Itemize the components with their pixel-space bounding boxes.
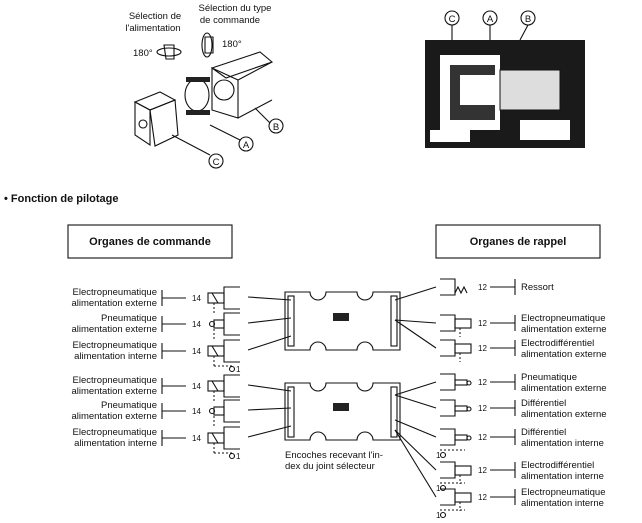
rotation-label-2: 180° — [222, 39, 242, 50]
commande-label-1: Electropneumatique — [73, 427, 158, 438]
label-alimentation-2: l'alimentation — [125, 23, 180, 34]
label-commande-1: Sélection du type — [199, 3, 272, 14]
selector-plate-bottom — [284, 382, 401, 441]
solenoid-icon — [207, 292, 225, 304]
port-number: 12 — [478, 433, 487, 442]
commande-label-2: alimentation interne — [74, 351, 157, 362]
rappel-header-box — [435, 224, 601, 259]
solenoid-icon — [207, 432, 225, 444]
cross-section: C A B — [425, 10, 585, 148]
supply-port: 1 — [236, 365, 241, 374]
joint-note-2: dex du joint sélecteur — [285, 461, 375, 472]
solenoid-icon — [207, 380, 225, 392]
rappel-label-1: Electropneumatique — [521, 487, 606, 498]
solenoid-icon — [207, 345, 225, 357]
port-number: 12 — [478, 378, 487, 387]
commande-label-1: Electropneumatique — [73, 340, 158, 351]
piston-icon — [454, 434, 468, 441]
commande-label-1: Electropneumatique — [73, 375, 158, 386]
supply-port: 1 — [436, 484, 441, 493]
port-number: 12 — [478, 319, 487, 328]
piston-icon — [454, 405, 468, 412]
callout-c: C — [213, 157, 220, 168]
commande-label-2: alimentation interne — [74, 438, 157, 449]
port-number: 14 — [192, 434, 201, 443]
rappel-label-2: alimentation interne — [521, 498, 604, 509]
solenoid-icon — [454, 492, 472, 503]
rotate-icon — [156, 32, 214, 60]
port-number: 14 — [192, 347, 201, 356]
supply-port: 1 — [236, 452, 241, 461]
port-number: 14 — [192, 320, 201, 329]
port-number: 14 — [192, 407, 201, 416]
solenoid-icon — [454, 318, 472, 329]
callout-a: A — [243, 140, 250, 151]
joint-note-1: Encoches recevant l'in- — [285, 450, 383, 461]
section-callout-c: C — [449, 14, 456, 25]
supply-port: 1 — [436, 511, 441, 520]
rappel-label-2: alimentation externe — [521, 409, 607, 420]
commande-label-2: alimentation externe — [71, 411, 157, 422]
rappel-label-2: alimentation externe — [521, 383, 607, 394]
rappel-label-1: Ressort — [521, 282, 554, 293]
commande-label-1: Pneumatique — [101, 400, 157, 411]
port-number: 14 — [192, 382, 201, 391]
label-commande-2: de commande — [200, 15, 260, 26]
commande-header: Organes de commande — [89, 236, 211, 248]
rappel-label-1: Différentiel — [521, 398, 566, 409]
port-number: 14 — [192, 294, 201, 303]
port-number: 12 — [478, 404, 487, 413]
commande-label-2: alimentation externe — [71, 298, 157, 309]
section-callout-b: B — [525, 14, 531, 25]
spring-icon — [454, 285, 468, 295]
rappel-label-1: Electropneumatique — [521, 313, 606, 324]
piston-icon — [454, 379, 468, 386]
commande-label-1: Pneumatique — [101, 313, 157, 324]
rappel-label-1: Electrodifférentiel — [521, 338, 594, 349]
rappel-label-2: alimentation externe — [521, 349, 607, 360]
supply-port: 1 — [436, 451, 441, 460]
rappel-label-2: alimentation externe — [521, 324, 607, 335]
exploded-view: Sélection de l'alimentation Sélection du… — [125, 3, 284, 169]
label-alimentation-1: Sélection de — [129, 11, 181, 22]
commande-label-2: alimentation externe — [71, 386, 157, 397]
section-callout-a: A — [487, 14, 494, 25]
rappel-row: 12 Ressort — [394, 278, 554, 301]
selector-plate-top — [284, 291, 401, 351]
commande-label-1: Electropneumatique — [73, 287, 158, 298]
port-number: 12 — [478, 283, 487, 292]
commande-label-2: alimentation externe — [71, 324, 157, 335]
solenoid-icon — [454, 343, 472, 354]
rotation-label-1: 180° — [133, 48, 153, 59]
port-number: 12 — [478, 466, 487, 475]
rappel-label-1: Electrodifférentiel — [521, 460, 594, 471]
rappel-label-1: Pneumatique — [521, 372, 577, 383]
solenoid-icon — [454, 465, 472, 476]
rappel-label-2: alimentation interne — [521, 471, 604, 482]
commande-header-box — [67, 224, 233, 259]
rappel-label-1: Différentiel — [521, 427, 566, 438]
section-title: • Fonction de pilotage — [4, 193, 118, 205]
rappel-header: Organes de rappel — [470, 236, 567, 248]
port-number: 12 — [478, 344, 487, 353]
rappel-label-2: alimentation interne — [521, 438, 604, 449]
port-number: 12 — [478, 493, 487, 502]
callout-b: B — [273, 122, 279, 133]
